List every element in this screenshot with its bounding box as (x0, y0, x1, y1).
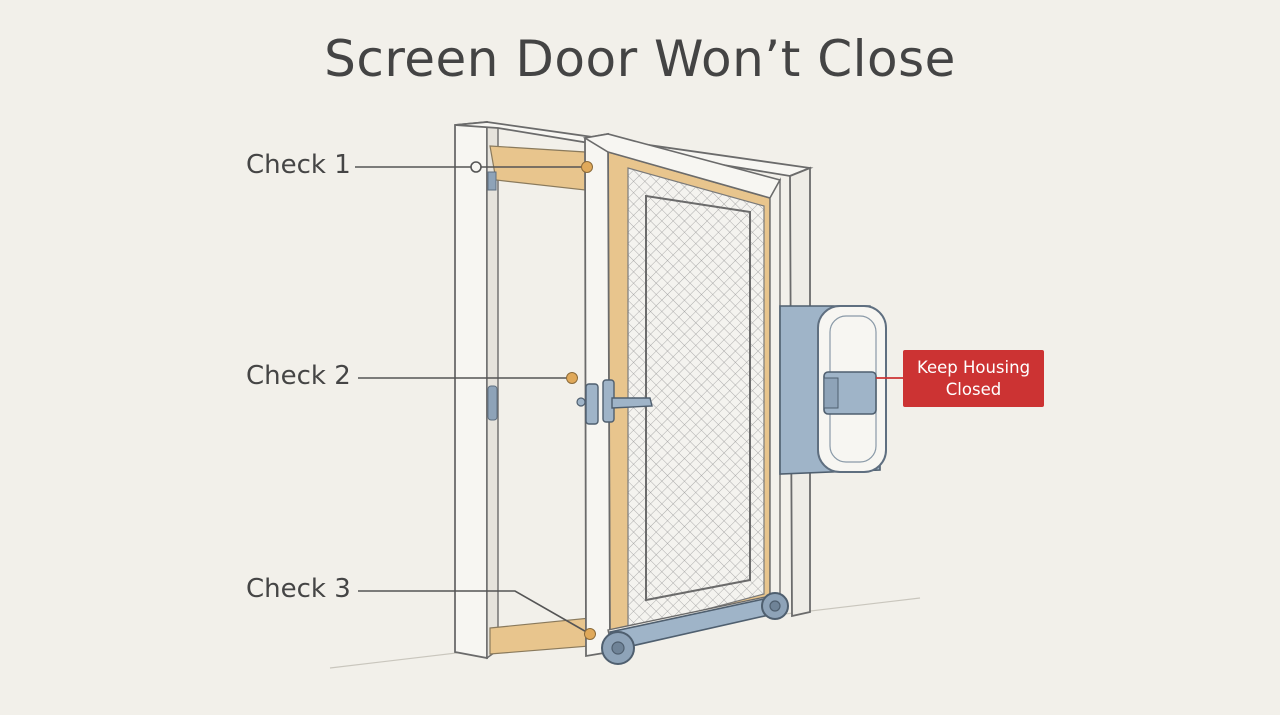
closer-housing (779, 305, 887, 475)
check-label-3: Check 3 (246, 574, 351, 604)
top-wood-stop (489, 145, 586, 191)
screen-door-leaf (576, 132, 782, 658)
page-title: Screen Door Won’t Close (324, 30, 956, 88)
check-label-1: Check 1 (246, 150, 351, 180)
check3-leader (358, 590, 591, 635)
bottom-wood-stop (489, 617, 591, 655)
middle-hinge (487, 385, 498, 421)
keep-housing-closed-callout: Keep Housing Closed (903, 350, 1044, 407)
check1-marker-b (581, 161, 593, 173)
check-label-2: Check 2 (246, 361, 351, 391)
top-hinge (487, 171, 497, 191)
check3-marker (584, 628, 596, 640)
check2-marker (566, 372, 578, 384)
check1-marker-a (470, 161, 482, 173)
door-handle-icon (576, 379, 653, 425)
door-closer-tube (601, 592, 789, 665)
